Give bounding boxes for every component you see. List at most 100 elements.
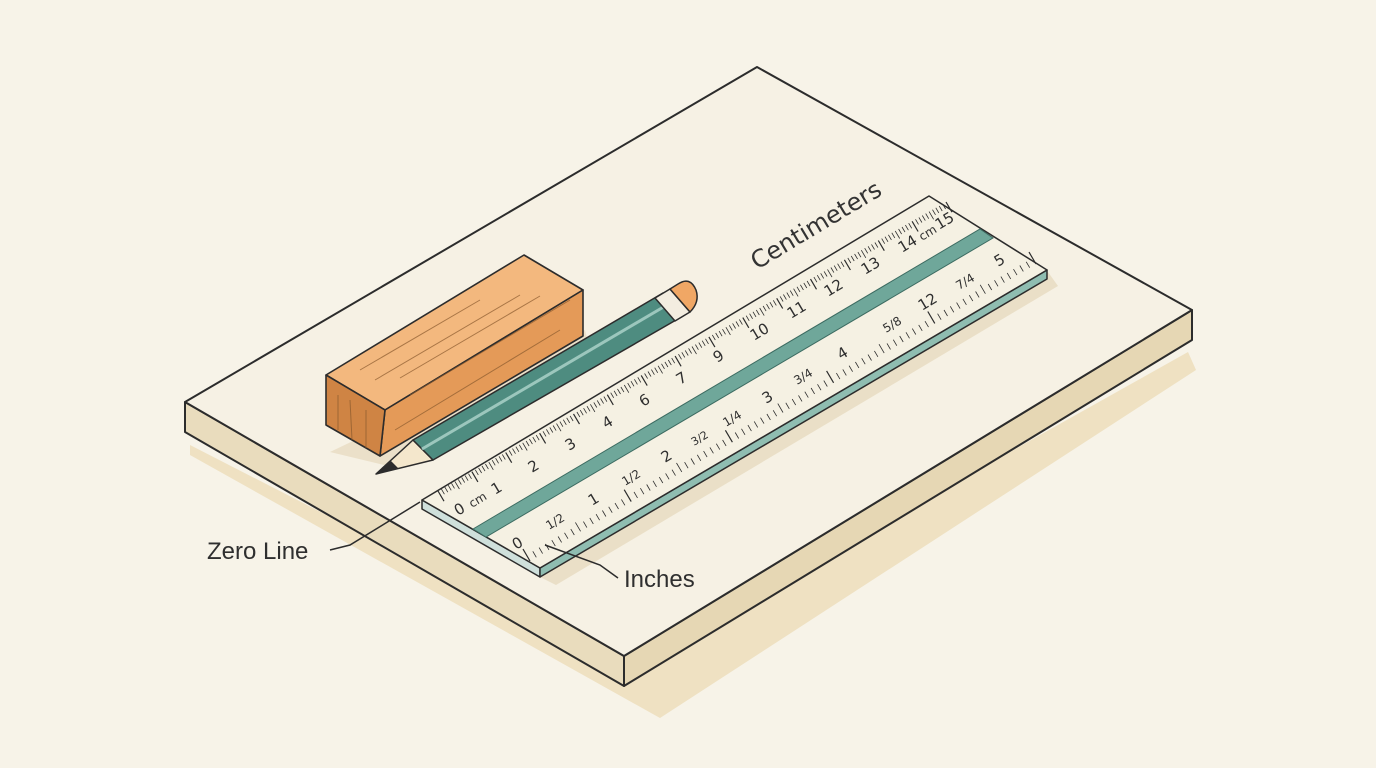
ruler-tick xyxy=(722,328,726,335)
ruler-tick xyxy=(830,267,835,273)
ruler-tick xyxy=(661,363,665,370)
ruler-tick xyxy=(725,326,731,336)
ruler-tick xyxy=(651,369,655,375)
ruler-tick xyxy=(881,238,886,244)
ruler-tick xyxy=(847,257,852,264)
ruler-tick xyxy=(874,350,879,358)
ruler-tick xyxy=(652,480,657,488)
ruler-tick xyxy=(589,517,594,525)
ruler-tick xyxy=(715,332,720,339)
pencil-icon xyxy=(375,280,698,475)
ruler-tick xyxy=(705,338,709,345)
ruler-tick xyxy=(817,384,822,391)
ruler-tick xyxy=(813,276,818,283)
ruler-tick xyxy=(925,213,930,219)
ruler-tick xyxy=(886,343,891,350)
ruler-tick xyxy=(854,253,858,260)
ruler-tick xyxy=(911,328,917,335)
ruler-tick xyxy=(816,274,821,281)
ruler-tick xyxy=(891,232,896,239)
ruler-tick xyxy=(1025,261,1031,268)
ruler-tick xyxy=(654,367,659,374)
ruler-tick xyxy=(586,405,591,412)
cm-ticks xyxy=(437,201,953,502)
ruler-tick xyxy=(703,450,708,458)
ruler-tick xyxy=(441,488,445,495)
ruler-tick xyxy=(769,301,774,308)
ruler-tick xyxy=(633,491,638,499)
ruler-tick xyxy=(921,215,926,221)
ruler-tick xyxy=(569,415,574,422)
ruler-tick xyxy=(956,302,961,309)
ruler-tick xyxy=(798,395,803,402)
ruler-tick xyxy=(755,309,760,316)
ruler-tick xyxy=(498,456,503,462)
ruler-tick xyxy=(987,283,993,291)
ruler-tick xyxy=(485,463,489,470)
ruler-tick xyxy=(525,440,530,447)
zero-line-label: Zero Line xyxy=(207,538,308,565)
ruler-tick xyxy=(437,490,445,502)
ruler-tick xyxy=(491,459,496,466)
ruler-tick xyxy=(522,548,531,562)
ruler-tick xyxy=(943,309,948,317)
inch-ticks xyxy=(522,251,1037,562)
ruler-tick xyxy=(793,288,799,297)
ruler-tick xyxy=(614,502,619,510)
ruler-tick xyxy=(515,446,520,453)
ruler-tick xyxy=(728,325,733,331)
ruler-tick xyxy=(471,471,479,483)
ruler-tick xyxy=(583,407,587,414)
ruler-tick xyxy=(908,222,913,229)
ruler-tick xyxy=(590,404,596,413)
ruler-tick xyxy=(823,271,828,277)
ruler-tick xyxy=(823,380,828,387)
ruler-tick xyxy=(766,303,770,310)
ruler-tick xyxy=(962,298,967,306)
ruler-tick xyxy=(942,203,946,210)
ruler-tick xyxy=(833,265,838,271)
ruler-tick xyxy=(468,473,472,480)
ruler-tick xyxy=(898,228,902,235)
ruler-tick xyxy=(753,421,759,428)
ruler-tick xyxy=(810,387,815,395)
ruler-tick xyxy=(901,226,906,233)
ruler-tick xyxy=(722,439,727,447)
ruler-tick xyxy=(461,477,466,483)
ruler-tick xyxy=(508,450,513,456)
inches-label: Inches xyxy=(624,566,695,593)
wooden-block-icon xyxy=(325,254,588,466)
ruler-tick xyxy=(884,236,889,243)
ruler-tick xyxy=(532,551,537,558)
ruler-tick xyxy=(945,201,953,213)
ruler-tick xyxy=(806,280,811,287)
ruler-tick xyxy=(739,319,743,325)
ruler-tick xyxy=(658,476,664,484)
ruler-tick xyxy=(593,402,598,408)
ruler-tick xyxy=(742,317,750,329)
ruler-tick xyxy=(678,353,682,360)
ruler-tick xyxy=(709,447,714,454)
ruler-tick xyxy=(644,373,648,379)
ruler-tick xyxy=(779,296,784,302)
ruler-tick xyxy=(1028,251,1037,265)
ruler-tick xyxy=(878,343,885,354)
ruler-tick xyxy=(488,461,494,471)
ruler-tick xyxy=(924,320,929,328)
ruler-tick xyxy=(512,448,516,454)
ruler-tick xyxy=(789,290,794,296)
ruler-tick xyxy=(572,413,581,425)
ruler-tick xyxy=(551,539,556,547)
ruler-tick xyxy=(681,352,686,358)
ruler-tick xyxy=(444,486,449,493)
ruler-tick xyxy=(603,396,608,402)
ruler-tick xyxy=(776,297,784,309)
ruler-tick xyxy=(861,358,866,365)
ruler-tick xyxy=(724,429,733,443)
zero-line-leader xyxy=(329,501,421,551)
ruler-tick xyxy=(665,473,670,480)
ruler-tick xyxy=(608,506,613,513)
pencil-eraser xyxy=(669,280,698,313)
ruler-tick xyxy=(474,469,479,476)
ruler-tick xyxy=(711,334,716,341)
